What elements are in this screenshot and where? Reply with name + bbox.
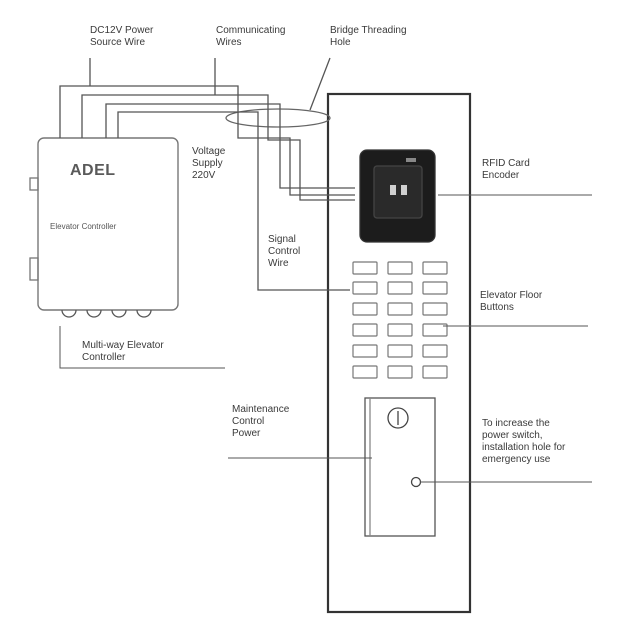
- bridge-threading-hole: [225, 108, 331, 128]
- label-multiway-elevator-controller: Multi-way Elevator Controller: [82, 340, 164, 363]
- label-voltage-supply: Voltage Supply 220V: [192, 146, 226, 181]
- controller-terminals: [61, 309, 152, 318]
- rfid-card-encoder: [359, 149, 436, 243]
- label-rfid-card-encoder: RFID Card Encoder: [482, 158, 530, 181]
- controller-name: Elevator Controller: [50, 222, 117, 231]
- controller-side-connector-top: [29, 177, 39, 191]
- wiring-lines: [59, 57, 355, 291]
- label-bridge-threading-hole: Bridge Threading Hole: [330, 25, 407, 48]
- label-elevator-floor-buttons: Elevator Floor Buttons: [480, 290, 543, 313]
- elevator-controller-box: [37, 137, 179, 311]
- label-communicating-wires: Communicating Wires: [216, 25, 286, 48]
- controller-brand: ADEL: [70, 162, 116, 179]
- leader-lines: [59, 194, 592, 483]
- label-emergency-installation-hole: To increase the power switch, installati…: [482, 418, 566, 465]
- maintenance-panel: [364, 397, 436, 537]
- elevator-floor-buttons-grid: [352, 261, 448, 379]
- elevator-panel: [326, 92, 472, 614]
- label-signal-control-wire: Signal Control Wire: [268, 234, 301, 269]
- label-power-source-wire: DC12V Power Source Wire: [90, 25, 154, 48]
- label-maintenance-control-power: Maintenance Control Power: [232, 404, 290, 439]
- controller-side-connector-bottom: [29, 257, 39, 281]
